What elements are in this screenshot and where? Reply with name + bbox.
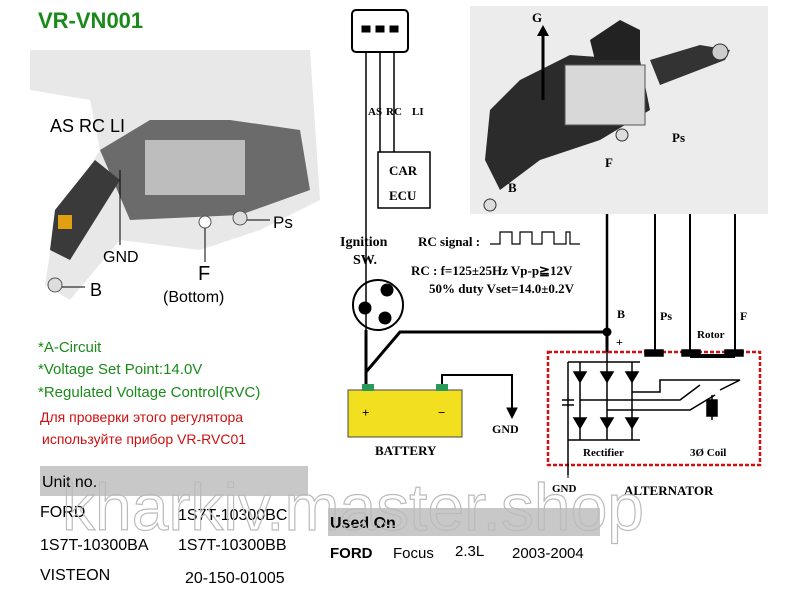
used-on-engine: 2.3L <box>455 543 484 560</box>
rc-spec-line: RC : f=125±25Hz Vp-p≧12V <box>411 263 573 278</box>
ignition-label: Ignition <box>340 235 388 250</box>
b-terminal-label: B <box>617 307 625 321</box>
unit-table-header-bg <box>40 466 308 496</box>
alternator-label: ALTERNATOR <box>624 483 714 498</box>
watermark: kharkiv.master.shop <box>62 470 644 544</box>
battery-icon <box>347 389 463 438</box>
b-label: B <box>90 280 102 300</box>
car-label: CAR <box>389 163 418 178</box>
used-on-header: Used On <box>330 515 396 532</box>
unit-cell: 20-150-01005 <box>185 570 285 587</box>
notice-line: используйте прибор VR-RVC01 <box>42 431 246 447</box>
ecu-label: ECU <box>389 188 417 203</box>
unit-cell: 1S7T-10300BC <box>178 507 287 524</box>
unit-cell: 1S7T-10300BA <box>40 537 149 554</box>
alternator-gnd-label: GND <box>552 483 577 495</box>
photo-ps-label: Ps <box>672 130 685 145</box>
battery-label: BATTERY <box>375 443 437 458</box>
used-on-years: 2003-2004 <box>512 545 584 562</box>
unit-cell: VISTEON <box>40 567 110 584</box>
bottom-label: (Bottom) <box>163 289 224 306</box>
pin-as-label: AS <box>368 106 382 118</box>
f-label: F <box>198 263 210 285</box>
f-terminal-label: F <box>740 309 747 323</box>
feature-line: *A-Circuit <box>38 339 102 356</box>
product-title: VR-VN001 <box>38 8 143 33</box>
used-on-model: Focus <box>393 545 434 562</box>
ignition-switch-icon <box>352 279 404 331</box>
connector-pin-labels: AS RC LI <box>50 116 125 136</box>
coil-label: 3Ø Coil <box>690 447 726 459</box>
b-plus-label: + <box>616 335 623 349</box>
photo-b-label: B <box>508 180 517 195</box>
battery-plus: + <box>362 405 369 420</box>
pin-rc-label: RC <box>386 106 402 118</box>
unit-table-header: Unit no. <box>42 474 97 491</box>
used-on-header-bg <box>328 508 600 536</box>
regulator-photo <box>470 6 768 214</box>
regulator-drawing <box>30 50 320 300</box>
rc-signal-label: RC signal : <box>418 234 480 249</box>
rectifier-label: Rectifier <box>583 447 624 459</box>
unit-cell: FORD <box>40 504 85 521</box>
battery-minus: − <box>438 405 445 420</box>
feature-line: *Regulated Voltage Control(RVC) <box>38 384 260 401</box>
car-ecu-box <box>377 151 431 209</box>
photo-g-label: G <box>532 10 542 25</box>
sw-label: SW. <box>353 253 377 268</box>
feature-line: *Voltage Set Point:14.0V <box>38 361 202 378</box>
rotor-label: Rotor <box>697 329 725 341</box>
photo-f-label: F <box>605 155 613 170</box>
ps-terminal-label: Ps <box>660 309 672 323</box>
rc-signal-waveform <box>490 231 580 245</box>
used-on-make: FORD <box>330 545 373 562</box>
gnd-label: GND <box>103 249 139 266</box>
unit-cell: 1S7T-10300BB <box>178 537 287 554</box>
ps-label: Ps <box>273 213 293 232</box>
pin-li-label: LI <box>412 106 424 118</box>
notice-line: Для проверки этого регулятора <box>40 409 243 425</box>
rc-spec-line: 50% duty Vset=14.0±0.2V <box>429 281 575 296</box>
gnd-label: GND <box>492 422 519 436</box>
